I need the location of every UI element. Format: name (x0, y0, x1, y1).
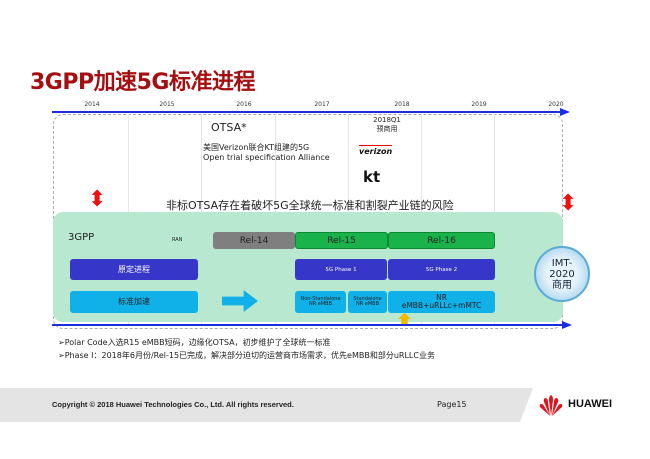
imt-line1: IMT- (551, 257, 573, 269)
year-label: 2016 (236, 101, 252, 108)
timeline-axis (52, 111, 562, 113)
milestone-date: 2018Q1 (373, 116, 401, 124)
bullet-text: Polar Code入选R15 eMBB短码，边缘化OTSA，初步维护了全球统一… (64, 338, 331, 347)
axis-arrow-icon (560, 108, 570, 116)
bullet-1: ➢Polar Code入选R15 eMBB短码，边缘化OTSA，初步维护了全球统… (58, 338, 331, 347)
bullet-text: Phase I：2018年6月份/Rel-15已完成，解决部分迫切的运营商市场需… (64, 351, 435, 360)
copyright: Copyright © 2018 Huawei Technologies Co.… (52, 400, 294, 409)
risk-statement: 非标OTSA存在着破坏5G全球统一标准和割裂产业链的风险 (166, 199, 454, 212)
year-label: 2020 (548, 101, 564, 108)
ran-label: RAN (172, 237, 183, 243)
year-label: 2014 (84, 101, 100, 108)
imt-line2: 2020 (549, 268, 575, 280)
year-label: 2019 (471, 101, 487, 108)
nr-line2: eMBB+uRLLc+mMTC (401, 301, 482, 310)
phase-2-bar: 5G Phase 2 (388, 259, 495, 280)
rel-14-bar: Rel-14 (213, 232, 295, 249)
otsa-desc-2: Open trial specification Alliance (203, 153, 330, 162)
year-label: 2015 (159, 101, 175, 108)
yellow-up-arrow-icon (398, 313, 411, 325)
huawei-logo-icon (538, 395, 564, 417)
sa-line2: NR eMBB (355, 301, 380, 307)
huawei-brand: HUAWEI (568, 398, 612, 410)
red-double-arrow-icon: ⬍ (88, 187, 107, 212)
otsa-heading: OTSA* (211, 121, 247, 134)
red-double-arrow-icon: ⬍ (559, 191, 578, 216)
axis-arrow-icon (562, 321, 572, 329)
rel-15-bar: Rel-15 (295, 232, 388, 249)
nsa-line1: Non-Standalone (300, 295, 341, 302)
rel-16-bar: Rel-16 (388, 232, 495, 249)
page-number: Page15 (437, 400, 467, 409)
verizon-logo: verizon (359, 145, 393, 156)
sa-line1: Standalone (353, 295, 382, 302)
accelerated-bar: 标准加速 (70, 291, 198, 313)
original-process-bar: 原定进程 (70, 259, 198, 280)
otsa-desc-1: 美国Verizon联合KT组建的5G (203, 143, 310, 152)
year-label: 2017 (314, 101, 330, 108)
kt-logo: kt (363, 168, 381, 186)
page-title: 3GPP加速5G标准进程 (30, 70, 255, 95)
nr-line1: NR (436, 292, 447, 302)
3gpp-label: 3GPP (68, 232, 95, 243)
year-label: 2018 (394, 101, 410, 108)
nsa-line2: NR eMBB (308, 301, 333, 307)
bottom-axis (52, 324, 564, 326)
bullet-2: ➢Phase I：2018年6月份/Rel-15已完成，解决部分迫切的运营商市场… (58, 351, 435, 360)
phase-1-bar: 5G Phase 1 (295, 259, 387, 280)
milestone-label: 预商用 (376, 125, 398, 133)
imt-line3: 商用 (552, 279, 572, 291)
